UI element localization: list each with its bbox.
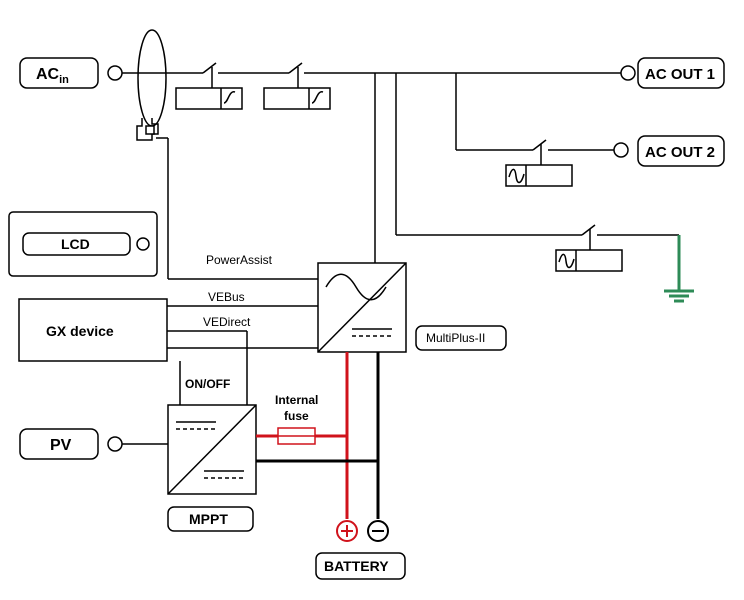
mppt-diagonal bbox=[167, 404, 257, 495]
pv-terminal bbox=[107, 436, 123, 452]
ac-out-1-label: AC OUT 1 bbox=[645, 66, 715, 83]
relay-curve-icon bbox=[311, 91, 324, 104]
ac-out-2-box bbox=[637, 135, 725, 167]
on-off-label: ON/OFF bbox=[185, 377, 230, 391]
vebus-label: VEBus bbox=[208, 290, 245, 304]
gx-device-box bbox=[18, 298, 168, 362]
gx-device-label: GX device bbox=[46, 323, 114, 339]
mppt-label-box bbox=[167, 506, 254, 532]
pv-box bbox=[19, 428, 99, 460]
input-switch-2 bbox=[288, 62, 303, 74]
internal-fuse-label: Internal bbox=[275, 393, 318, 407]
ac-in-terminal bbox=[107, 65, 123, 81]
relay-curve-icon bbox=[223, 91, 236, 104]
ac-in-box bbox=[19, 57, 99, 89]
multiplus-label-box bbox=[415, 325, 507, 351]
multiplus-sine-icon bbox=[325, 273, 387, 301]
mppt-label: MPPT bbox=[189, 511, 228, 527]
ac-out-2-terminal bbox=[613, 142, 629, 158]
battery-label: BATTERY bbox=[324, 558, 389, 574]
ground-relay bbox=[555, 249, 623, 272]
lcd-label: LCD bbox=[61, 236, 90, 252]
ac-out-2-relay bbox=[505, 164, 573, 187]
internal-fuse-label-2: fuse bbox=[284, 409, 309, 423]
ac-out-2-label: AC OUT 2 bbox=[645, 144, 715, 161]
ac-out-1-terminal bbox=[620, 65, 636, 81]
ac-out-2-switch bbox=[532, 139, 547, 151]
relay-sine-icon bbox=[508, 168, 525, 184]
vedirect-label: VEDirect bbox=[203, 315, 251, 329]
power-assist-label: PowerAssist bbox=[206, 253, 273, 267]
input-switch-1 bbox=[202, 62, 217, 74]
relay-sine-icon bbox=[558, 253, 575, 269]
multiplus-label: MultiPlus-II bbox=[426, 331, 485, 345]
ac-in-label: ACin bbox=[36, 66, 69, 86]
input-relay-2 bbox=[263, 87, 331, 110]
current-sensor-connector-icon bbox=[136, 118, 159, 141]
lcd-button bbox=[136, 237, 150, 251]
pv-label: PV bbox=[50, 437, 72, 454]
battery-box bbox=[315, 552, 406, 580]
sensor-plug bbox=[145, 125, 155, 135]
ground-relay-switch bbox=[581, 224, 596, 236]
ac-out-1-box bbox=[637, 57, 725, 89]
multiplus-diagonal bbox=[317, 262, 407, 353]
input-relay-1 bbox=[175, 87, 243, 110]
current-sensor-ellipse bbox=[137, 29, 167, 127]
lcd-screen bbox=[22, 232, 131, 256]
